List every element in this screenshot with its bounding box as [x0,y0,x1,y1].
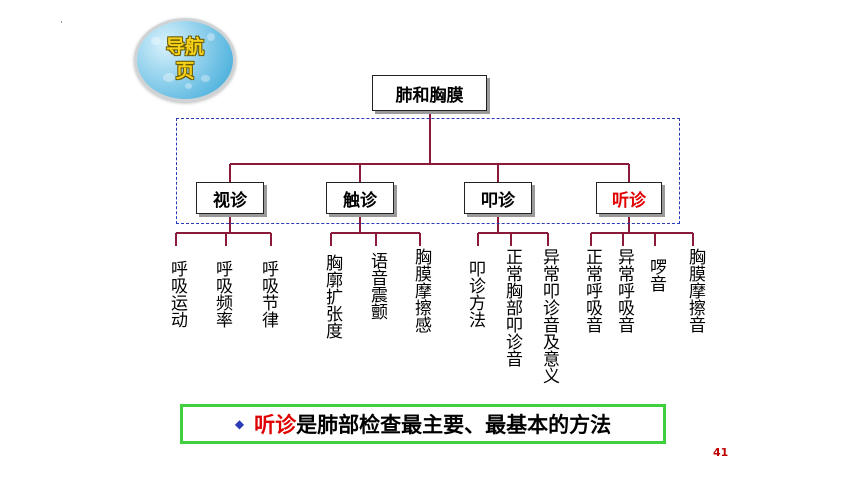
root-node: 肺和胸膜 [372,75,487,111]
leaf-pleural-friction-fremitus: 胸膜摩擦感 [411,248,431,333]
leaf-thoracic-expansion: 胸廓扩张度 [322,254,342,339]
leaf-normal-percussion-sound: 正常胸部叩诊音 [502,248,522,367]
summary-box: ◆ 听诊是肺部检查最主要、最基本的方法 [180,404,666,444]
summary-highlight: 听诊 [254,413,297,437]
leaf-pleural-friction-rub: 胸膜摩擦音 [685,248,705,333]
nav-page-button[interactable]: 导航 页 [134,18,236,102]
branch-auscultation: 听诊 [596,182,662,214]
leaf-rales: 啰音 [646,258,666,292]
summary-text: 是肺部检查最主要、最基本的方法 [296,413,612,437]
branch-percussion: 叩诊 [464,182,532,214]
leaf-breathing-movement: 呼吸运动 [167,260,187,328]
branch-inspection: 视诊 [196,182,264,214]
corner-dot: · [60,18,63,28]
leaf-breathing-rate: 呼吸频率 [212,260,232,328]
branch-palpation: 触诊 [326,182,394,214]
nav-page-label: 导航 页 [165,36,204,82]
leaf-percussion-method: 叩诊方法 [465,260,485,328]
bullet-icon: ◆ [234,417,245,431]
leaf-normal-breath-sound: 正常呼吸音 [582,248,602,333]
page-number: 41 [713,446,729,459]
leaf-abnormal-breath-sound: 异常呼吸音 [614,248,634,333]
leaf-breathing-rhythm: 呼吸节律 [258,260,278,328]
branch-dashed-frame [176,118,680,224]
leaf-abnormal-percussion-sound: 异常叩诊音及意义 [539,248,559,384]
leaf-vocal-fremitus: 语音震颤 [367,252,387,320]
